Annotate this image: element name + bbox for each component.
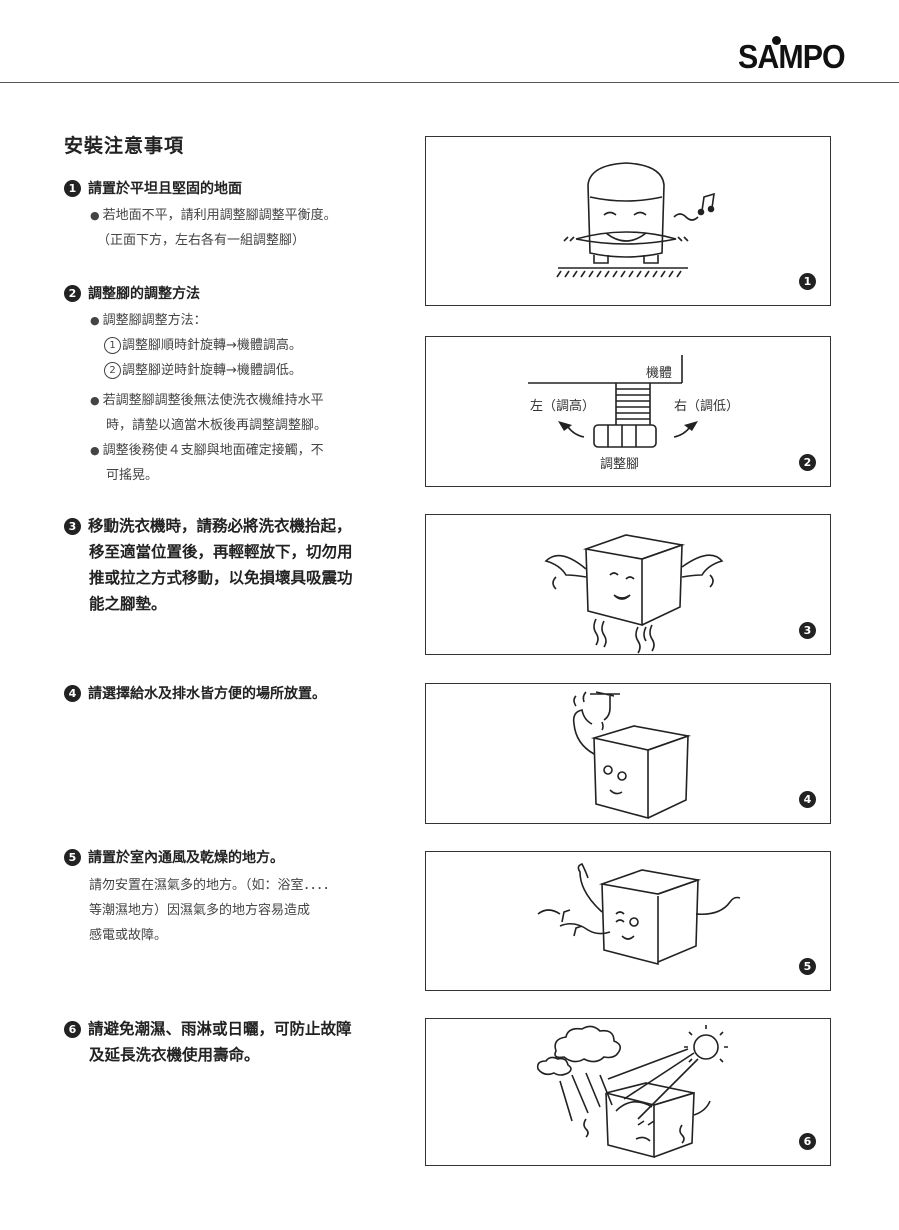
item-2-bullet-2-line-2: 時，請墊以適當木板後再調整調整腳。 bbox=[106, 418, 328, 433]
logo-wordmark: SAMPO bbox=[738, 38, 846, 75]
label-adjust-foot: 調整腳 bbox=[600, 457, 640, 472]
item-number-badge: 2 bbox=[64, 285, 81, 302]
item-1-line-2: （正面下方，左右各有一組調整腳） bbox=[97, 233, 306, 248]
figure-5-panel: 5 bbox=[425, 851, 831, 991]
figure-number-badge: 6 bbox=[799, 1133, 816, 1150]
item-1-line-1: ●若地面不平，請利用調整腳調整平衡度。 bbox=[90, 208, 337, 223]
figure-number-badge: 3 bbox=[799, 622, 816, 639]
adjustable-foot-diagram bbox=[528, 355, 698, 448]
sun-rain-protection-illustration bbox=[536, 1025, 728, 1159]
item-5-line-1: 請勿安置在濕氣多的地方。（如：浴室．．．． bbox=[89, 878, 337, 893]
item-number-badge: 5 bbox=[64, 849, 81, 866]
item-5-line-3: 感電或故障。 bbox=[89, 928, 168, 943]
lifting-washer-illustration bbox=[544, 534, 724, 654]
page-title: 安裝注意事項 bbox=[64, 135, 185, 157]
item-5-heading: 5 請置於室內通風及乾燥的地方。 bbox=[64, 845, 284, 871]
header-divider bbox=[0, 82, 899, 83]
figure-number-badge: 2 bbox=[799, 454, 816, 471]
item-2-method-title: ●調整腳調整方法： bbox=[90, 313, 207, 328]
item-heading-text: 請置於平坦且堅固的地面 bbox=[88, 181, 242, 197]
water-tap-illustration bbox=[572, 691, 692, 820]
item-2-bullet-3-line-2: 可搖晃。 bbox=[106, 468, 159, 483]
item-2-bullet-2-line-1: ●若調整腳調整後無法使洗衣機維持水平 bbox=[90, 393, 324, 408]
item-number-badge: 1 bbox=[64, 180, 81, 197]
figure-4-panel: 4 bbox=[425, 683, 831, 824]
label-left-raise: 左（調高） bbox=[530, 399, 596, 414]
item-heading-text: 調整腳的調整方法 bbox=[88, 286, 200, 302]
item-heading-text: 請選擇給水及排水皆方便的場所放置。 bbox=[88, 686, 326, 702]
item-4-heading: 4 請選擇給水及排水皆方便的場所放置。 bbox=[64, 681, 326, 707]
washer-on-floor-illustration bbox=[556, 162, 715, 278]
label-body: 機體 bbox=[646, 366, 673, 381]
item-1-heading: 1 請置於平坦且堅固的地面 bbox=[64, 176, 242, 202]
figure-1-panel: 1 bbox=[425, 136, 831, 306]
bullet-dot: ● bbox=[90, 314, 100, 327]
figure-3-panel: 3 bbox=[425, 514, 831, 655]
figure-number-badge: 4 bbox=[799, 791, 816, 808]
bullet-dot: ● bbox=[90, 394, 100, 407]
item-2-bullet-3-line-1: ●調整後務使４支腳與地面確定接觸，不 bbox=[90, 443, 324, 458]
figure-6-panel: 6 bbox=[425, 1018, 831, 1166]
item-number-badge: 3 bbox=[64, 518, 81, 535]
item-heading-text: 請置於室內通風及乾燥的地方。 bbox=[88, 850, 284, 866]
item-number-badge: 4 bbox=[64, 685, 81, 702]
bullet-dot: ● bbox=[90, 444, 100, 457]
item-2-heading: 2 調整腳的調整方法 bbox=[64, 281, 200, 307]
bullet-dot: ● bbox=[90, 209, 100, 222]
ventilated-room-illustration bbox=[537, 863, 741, 966]
figure-number-badge: 1 bbox=[799, 273, 816, 290]
item-number-badge: 6 bbox=[64, 1021, 81, 1038]
label-right-lower: 右（調低） bbox=[674, 399, 740, 414]
step-number-circle: 2 bbox=[104, 362, 121, 379]
step-number-circle: 1 bbox=[104, 337, 121, 354]
logo-dot bbox=[772, 36, 781, 45]
figure-2-panel: 機體 左（調高） 右（調低） 調整腳 2 bbox=[425, 336, 831, 487]
figure-number-badge: 5 bbox=[799, 958, 816, 975]
sampo-logo: SAMPO bbox=[738, 36, 846, 78]
item-5-line-2: 等潮濕地方）因濕氣多的地方容易造成 bbox=[89, 903, 311, 918]
